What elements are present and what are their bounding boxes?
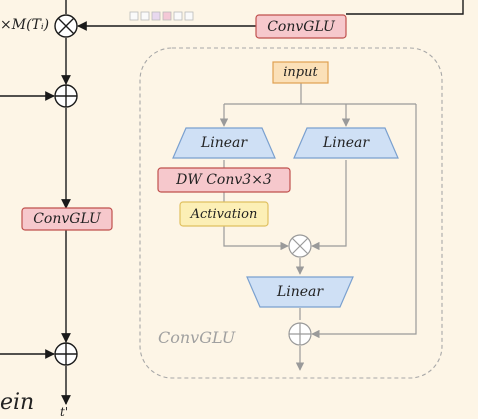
activation-label: Activation	[190, 206, 258, 222]
cut-text: ein	[0, 390, 35, 415]
top-convglu-box	[255, 14, 347, 39]
main-pipeline	[0, 0, 464, 405]
main-add-node-2	[54, 342, 78, 366]
linear-bottom-label: Linear	[276, 284, 324, 300]
top-convglu-label: ConvGLU	[267, 18, 335, 35]
main-multiply-node	[54, 14, 78, 38]
mask-label: ×M(Tᵢ)	[0, 17, 50, 33]
inset-frame	[139, 47, 443, 379]
dwconv-label: DW Conv3×3	[176, 172, 272, 188]
inset-title: ConvGLU	[158, 328, 236, 347]
activation-box	[179, 201, 269, 227]
act-to-mult	[223, 226, 289, 251]
linear-right-to-mult	[311, 160, 347, 251]
feedback-line	[346, 0, 464, 15]
linear-left-box	[172, 127, 276, 159]
input-box	[272, 61, 329, 84]
inset-add-node	[288, 322, 312, 346]
inset-multiply-node	[288, 234, 312, 258]
skip-connection	[311, 104, 417, 339]
token-squares	[129, 11, 194, 21]
cut-text-bottom: t'	[60, 405, 69, 419]
linear-right-label: Linear	[322, 135, 370, 151]
linear-left-label: Linear	[200, 135, 248, 151]
dwconv-box	[157, 167, 291, 193]
inset-flow	[219, 83, 417, 371]
mid-convglu-box	[21, 207, 113, 231]
linear-right-box	[293, 127, 399, 159]
input-label: input	[283, 65, 318, 80]
main-add-node-1	[54, 84, 78, 108]
mid-convglu-label: ConvGLU	[33, 211, 101, 227]
linear-bottom-box	[246, 276, 354, 308]
